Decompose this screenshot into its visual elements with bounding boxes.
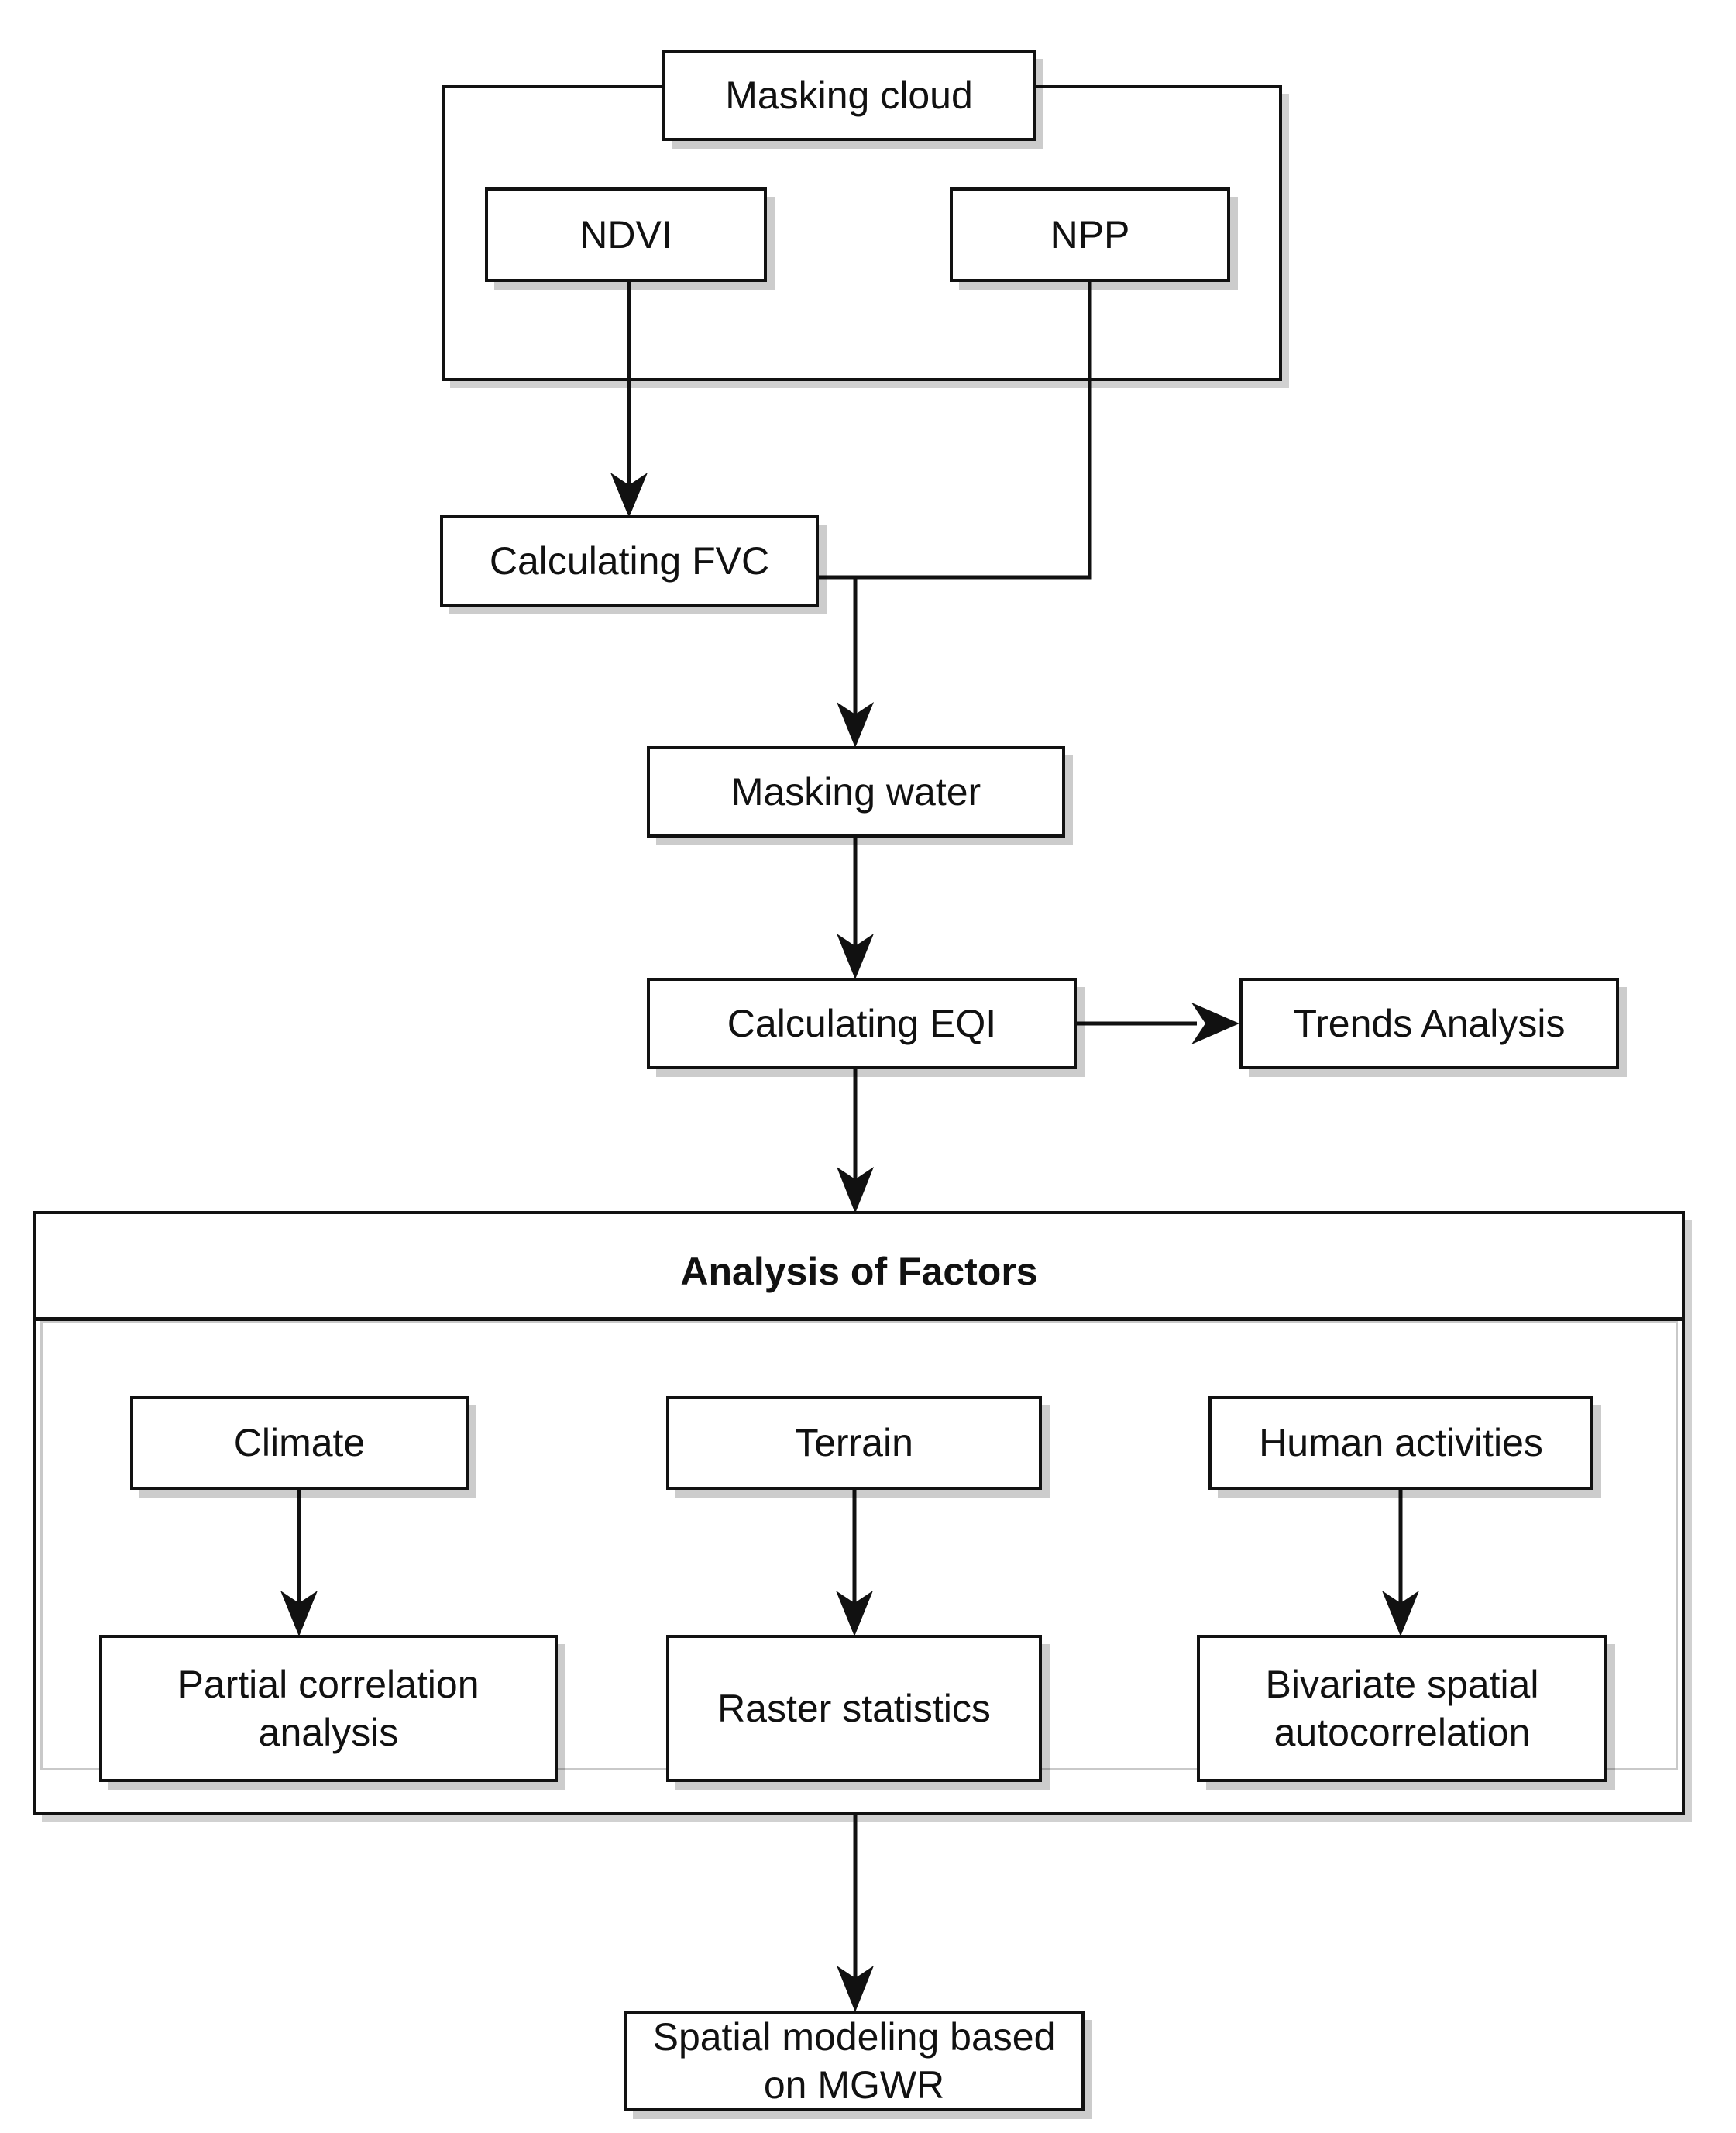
node-partial-correlation-analysis[interactable]: Partial correlation analysis (99, 1635, 558, 1782)
node-ndvi[interactable]: NDVI (485, 187, 767, 282)
node-calculating-fvc[interactable]: Calculating FVC (440, 515, 819, 607)
node-climate[interactable]: Climate (130, 1396, 469, 1490)
node-masking-cloud[interactable]: Masking cloud (662, 50, 1036, 141)
arrowhead-eqi-to-trends (1191, 1003, 1239, 1044)
node-npp[interactable]: NPP (950, 187, 1230, 282)
node-terrain[interactable]: Terrain (666, 1396, 1042, 1490)
analysis-of-factors-title: Analysis of Factors (33, 1249, 1685, 1294)
arrowhead-fvc-to-masking-water (837, 702, 874, 748)
node-raster-statistics-label: Raster statistics (717, 1686, 991, 1730)
node-trends-analysis[interactable]: Trends Analysis (1239, 978, 1619, 1069)
arrowhead-ndvi-to-fvc (610, 473, 648, 518)
node-masking-cloud-label: Masking cloud (725, 73, 973, 117)
node-human-activities-label: Human activities (1259, 1421, 1543, 1465)
analysis-of-factors-title-label: Analysis of Factors (680, 1250, 1038, 1293)
node-calculating-fvc-label: Calculating FVC (489, 538, 770, 583)
node-bivariate-spatial-autocorrelation-label-line1: Bivariate spatial (1265, 1662, 1539, 1706)
node-spatial-modeling-mgwr-label-line2: on MGWR (763, 2063, 945, 2107)
node-climate-label: Climate (233, 1421, 366, 1465)
node-ndvi-label: NDVI (579, 212, 672, 256)
node-partial-correlation-analysis-label-line2: analysis (258, 1711, 399, 1754)
node-human-activities[interactable]: Human activities (1208, 1396, 1593, 1490)
arrowhead-analysis-to-mgwr (837, 1966, 874, 2012)
node-bivariate-spatial-autocorrelation-label-line2: autocorrelation (1274, 1711, 1531, 1754)
node-calculating-eqi[interactable]: Calculating EQI (647, 978, 1077, 1069)
arrowhead-masking-water-to-eqi (837, 934, 874, 979)
analysis-of-factors-divider (33, 1317, 1685, 1321)
node-masking-water-label: Masking water (730, 769, 981, 814)
node-spatial-modeling-mgwr-label-line1: Spatial modeling based (652, 2014, 1056, 2059)
arrowhead-eqi-to-analysis (837, 1167, 874, 1213)
node-partial-correlation-analysis-label-line1: Partial correlation (177, 1662, 480, 1706)
node-masking-water[interactable]: Masking water (647, 746, 1065, 838)
node-trends-analysis-label: Trends Analysis (1293, 1001, 1566, 1045)
node-raster-statistics[interactable]: Raster statistics (666, 1635, 1042, 1782)
node-spatial-modeling-mgwr[interactable]: Spatial modeling based on MGWR (624, 2011, 1085, 2111)
node-calculating-eqi-label: Calculating EQI (727, 1001, 997, 1045)
node-bivariate-spatial-autocorrelation[interactable]: Bivariate spatial autocorrelation (1197, 1635, 1607, 1782)
node-npp-label: NPP (1050, 212, 1130, 256)
node-terrain-label: Terrain (795, 1421, 913, 1465)
